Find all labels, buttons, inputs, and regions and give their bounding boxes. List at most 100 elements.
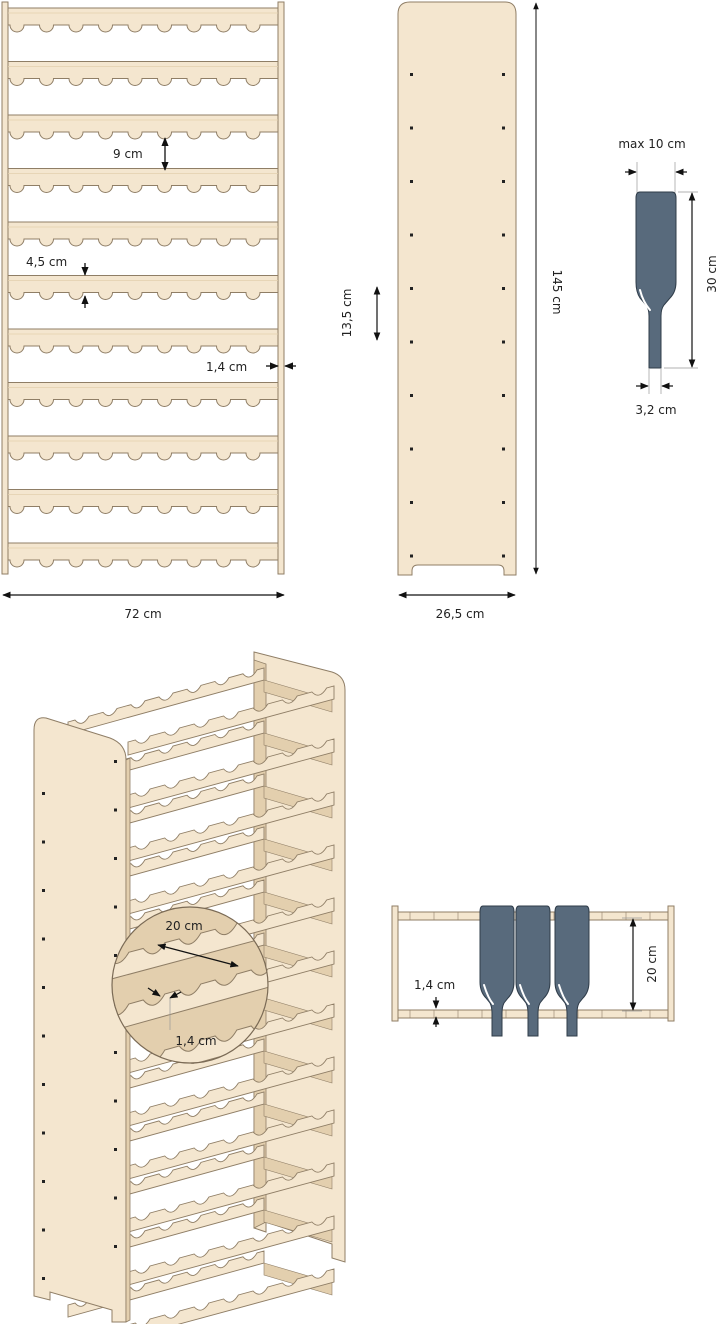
side-panel-hole [502,73,505,76]
front-shelf-rail [7,435,279,461]
side-panel-hole [410,340,413,344]
perspective-panel-hole [114,905,117,909]
perspective-panel-hole [114,760,117,763]
section-bottle-icon [515,905,551,1037]
side-panel-hole [502,287,505,290]
perspective-panel-hole [42,792,45,795]
neck-diameter-label: 3,2 cm [635,403,676,417]
front-right-side-panel [277,1,285,575]
perspective-front-rail [127,685,335,756]
side-view: 13,5 cm 145 cm 26,5 cm [340,1,564,621]
perspective-front-rail [127,844,335,915]
perspective-panel-hole [114,1148,117,1151]
perspective-panel-hole [42,1034,45,1038]
section-bottle-icon [554,905,590,1037]
bottle-spec: max 10 cm 30 cm 3,2 cm [618,137,719,417]
perspective-panel-hole [42,1228,45,1232]
side-panel [397,1,517,576]
perspective-back-rail [67,667,265,735]
front-shelf-rail [7,114,279,140]
perspective-panel-hole [114,1245,117,1248]
side-panel-hole [410,554,413,558]
section-right-post [667,905,675,1022]
section-bottle-highlight [558,984,569,1005]
perspective-panel-hole [114,954,117,957]
front-left-side-panel [1,1,9,575]
section-bottles [479,905,590,1037]
section-rail-thickness-label: 1,4 cm [414,978,455,992]
perspective-front-rail [127,1056,335,1127]
depth-label: 26,5 cm [436,607,485,621]
perspective-front-rail [127,738,335,809]
front-shelf-rail [7,328,279,354]
front-shelf-rail [7,542,279,568]
bottle-length-label: 30 cm [705,255,719,292]
side-panel-hole [410,126,413,130]
perspective-front-rail [127,1109,335,1180]
side-panel-hole [502,126,505,130]
perspective-front-rail [127,1268,335,1329]
perspective-panel-hole [114,808,117,812]
perspective-front-rail [127,791,335,862]
perspective-panel-hole [42,889,45,892]
front-shelf-rail [7,7,279,33]
perspective-panel-hole [42,840,45,844]
perspective-panel-hole [42,937,45,941]
section-view: 20 cm 1,4 cm [391,905,675,1037]
bottle-icon [635,191,677,369]
front-shelf-rail [7,61,279,86]
side-panel-holes [410,73,505,558]
detail-lens-rails [112,907,268,1063]
height-label: 145 cm [550,269,564,314]
front-shelf-rail [7,168,279,193]
rail-thickness-arrow-right [169,991,182,999]
detail-lens-rail [112,961,268,1035]
side-panel-hole [502,447,505,451]
section-bottle-highlight [519,984,530,1005]
side-panel-hole [502,233,505,237]
side-panel-hole [410,287,413,290]
front-shelves [7,7,279,568]
notch-depth-label: 4,5 cm [26,255,67,269]
perspective-front-side-panel [33,717,127,1323]
detail-lens-outline [111,906,269,1064]
section-bottle-icon [479,905,515,1037]
side-thickness-label: 1,4 cm [206,360,247,374]
section-depth-label: 20 cm [645,945,659,982]
side-panel-hole [410,501,413,504]
perspective-panel-hole [42,1277,45,1280]
side-panel-hole [410,447,413,451]
perspective-panel-hole [114,1196,117,1200]
side-panel-hole [502,340,505,344]
perspective-panel-hole [114,1051,117,1054]
perspective-panel-hole [42,986,45,989]
perspective-view: 20 cm 1,4 cm [33,651,346,1329]
section-bottle-highlight [483,984,494,1005]
section-left-post [391,905,399,1022]
rail-thickness-arrow-left [147,987,161,997]
side-panel-hole [410,394,413,397]
perspective-front-panel-edge [125,757,131,1323]
perspective-panel-hole [114,857,117,860]
front-shelf-rail [7,221,279,247]
side-panel-hole [410,180,413,183]
perspective-front-rail [127,1215,335,1286]
perspective-panel-hole [42,1180,45,1183]
side-panel-hole [502,554,505,558]
shelf-gap-label: 9 cm [113,147,143,161]
perspective-front-rail [127,1162,335,1233]
perspective-panel-hole [114,1099,117,1103]
side-panel-hole [410,73,413,76]
side-panel-hole [502,501,505,504]
width-label: 72 cm [124,607,161,621]
rail-spacing-arrow [157,943,239,968]
detail-rail-thickness-label: 1,4 cm [175,1034,216,1048]
perspective-panel-hole [42,1131,45,1135]
bottle-highlight [639,289,651,311]
front-view: 9 cm 4,5 cm 1,4 cm 72 cm [1,1,296,621]
rail-spacing-label: 20 cm [165,919,202,933]
front-shelf-rail [7,382,279,407]
front-shelf-rail [7,275,279,300]
detail-lens: 20 cm 1,4 cm [111,906,269,1064]
